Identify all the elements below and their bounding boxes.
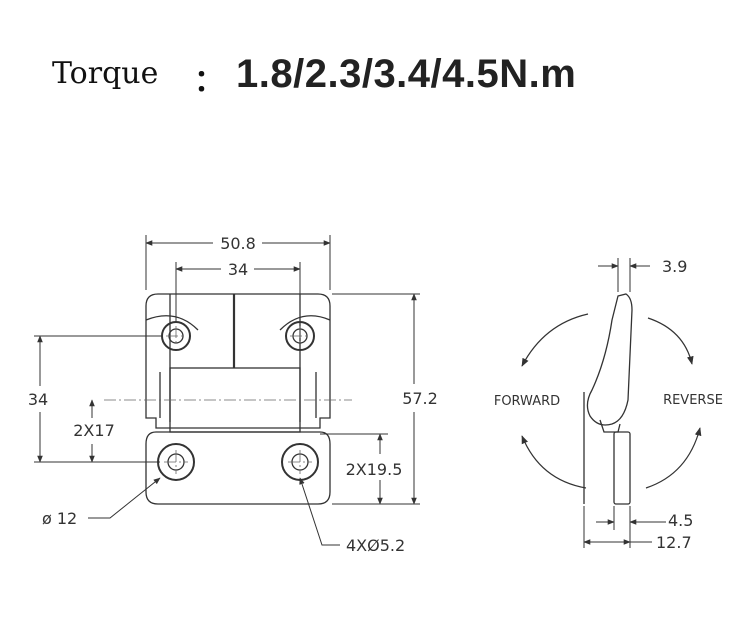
torque-colon: ： (194, 64, 224, 99)
dim-half-height-left: 2X17 (73, 421, 115, 440)
reverse-arrow-lower (645, 427, 702, 489)
forward-arrow-upper (521, 313, 589, 367)
dim-half-height-right: 2X19.5 (346, 460, 403, 479)
dim-overall-height: 57.2 (402, 389, 438, 408)
dim-hole-spacing-left: 34 (28, 390, 48, 409)
hinge-top-leaf (145, 293, 331, 429)
torque-value: 1.8/2.3/3.4/4.5N.m (236, 52, 577, 96)
dim-hole-diameter: 4XØ5.2 (346, 536, 405, 555)
dim-top-thickness: 3.9 (662, 257, 687, 276)
dim-boss-diameter: ø 12 (42, 509, 77, 528)
dim-overall-width: 50.8 (220, 234, 256, 253)
side-profile-lower (613, 431, 631, 505)
side-profile-upper (586, 293, 633, 426)
side-view (583, 293, 633, 505)
torque-label: Torque (52, 56, 159, 91)
reverse-arrow-upper (647, 317, 694, 365)
forward-arrow-lower (521, 435, 587, 489)
dim-hole-spacing-top: 34 (228, 260, 248, 279)
dim-total-depth: 12.7 (656, 533, 692, 552)
forward-label: FORWARD (494, 394, 560, 409)
dim-bottom-thickness: 4.5 (668, 511, 693, 530)
front-view (145, 293, 331, 505)
hinge-bottom-leaf (145, 431, 331, 505)
reverse-label: REVERSE (663, 393, 723, 408)
